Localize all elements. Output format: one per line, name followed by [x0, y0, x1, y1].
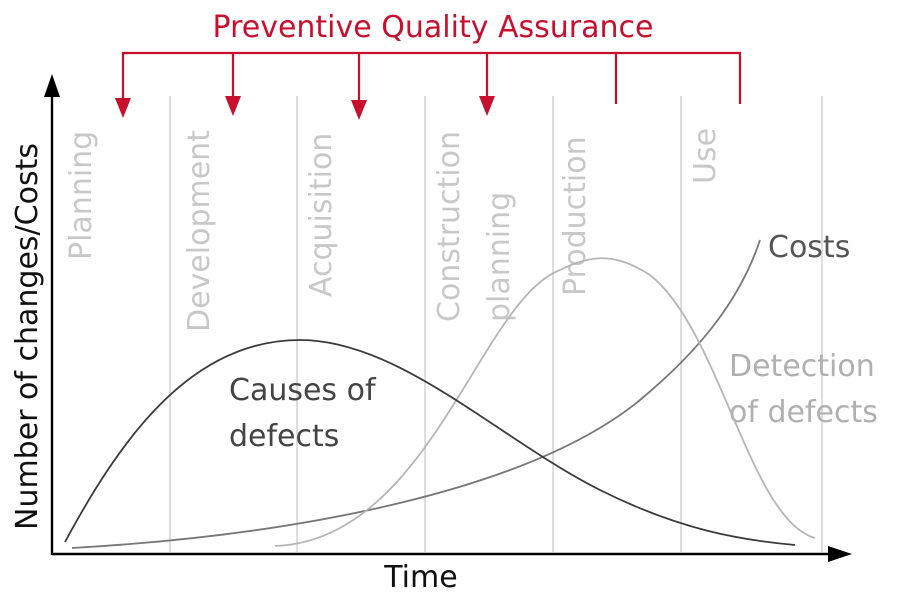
causes-of-defects-label: Causes of [229, 373, 377, 408]
phase-label-construction-planning: Construction [432, 131, 467, 322]
phase-label-use: Use [688, 128, 723, 184]
costs-label: Costs [768, 230, 850, 265]
detection-of-defects-curve [274, 257, 816, 547]
phase-label-production: Production [558, 136, 593, 296]
causes-of-defects-curve [64, 339, 796, 546]
phase-label-development: Development [182, 130, 217, 332]
phase-separators [169, 96, 823, 552]
phase-label-acquisition: Acquisition [304, 133, 339, 297]
y-axis-arrow-icon [44, 74, 60, 97]
detection-of-defects-label: Detection [729, 349, 875, 384]
causes-of-defects-label-line2: defects [229, 419, 339, 454]
phase-label-construction-planning-line2: planning [482, 192, 517, 322]
x-axis-label: Time [383, 560, 457, 595]
arrow-down-icon [115, 98, 131, 118]
bracket-frame [121, 51, 742, 104]
costs-curve [71, 239, 761, 549]
diagram-title: Preventive Quality Assurance [213, 10, 654, 45]
y-axis-label: Number of changes/Costs [10, 143, 45, 530]
curves [64, 239, 816, 549]
preventive-qa-bracket: Preventive Quality Assurance [115, 10, 742, 120]
arrow-down-icon [351, 100, 367, 120]
phase-label-planning: Planning [64, 131, 99, 260]
arrow-down-icon [225, 96, 241, 116]
phase-labels: Planning Development Acquisition Constru… [64, 128, 723, 332]
detection-of-defects-label-line2: of defects [729, 395, 878, 430]
curve-labels: Causes of defects Costs Detection of def… [229, 230, 878, 454]
arrow-down-icon [479, 96, 495, 116]
axes: Number of changes/Costs Time [10, 74, 852, 595]
x-axis-arrow-icon [828, 546, 852, 562]
